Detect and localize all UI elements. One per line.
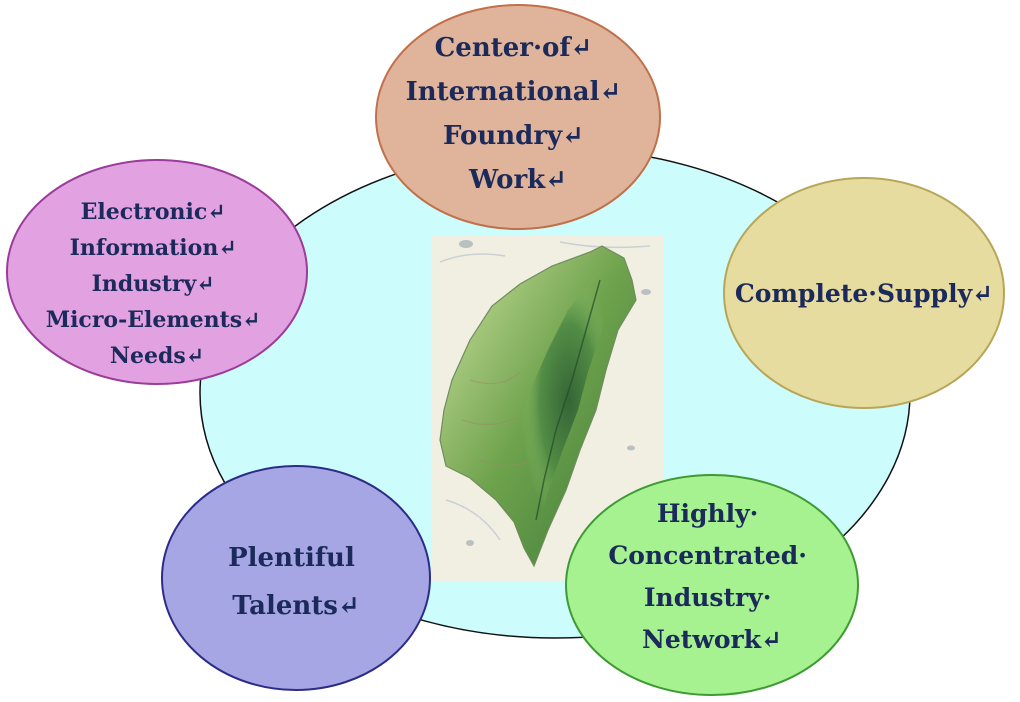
- node-electronic-line-3: Industry↵: [92, 271, 215, 297]
- node-electronic: Electronic↵ Information↵ Industry↵ Micro…: [6, 159, 308, 385]
- node-talents-line-1: Plentiful: [228, 543, 355, 573]
- svg-text:Plentiful Talents↵: Plentiful Talents↵: [228, 543, 364, 621]
- node-network-line-4: Network↵: [642, 625, 782, 654]
- node-foundry: Center·of↵ International↵ Foundry↵ Work↵: [375, 4, 661, 230]
- node-electronic-line-1: Electronic↵: [81, 199, 226, 225]
- svg-text:Complete·Supply↵: Complete·Supply↵: [735, 279, 993, 308]
- taiwan-map: [432, 236, 664, 582]
- node-electronic-line-5: Needs↵: [110, 343, 204, 369]
- node-foundry-line-4: Work↵: [468, 165, 567, 195]
- node-supply-line-1: Complete·Supply↵: [735, 279, 993, 308]
- svg-text:Center·of↵ International: Center·of↵ International↵ Foundry↵ Work↵: [406, 33, 631, 195]
- node-electronic-line-4: Micro-Elements↵: [46, 307, 261, 333]
- node-foundry-line-2: International↵: [406, 77, 622, 107]
- node-talents-line-2: Talents↵: [232, 591, 359, 621]
- node-talents: Plentiful Talents↵: [161, 465, 431, 691]
- node-network-line-1: Highly·: [657, 499, 759, 528]
- node-foundry-line-1: Center·of↵: [435, 33, 593, 63]
- node-network: Highly· Concentrated· Industry· Network↵: [565, 474, 859, 696]
- node-electronic-line-2: Information↵: [70, 235, 237, 261]
- node-supply: Complete·Supply↵: [723, 177, 1005, 409]
- node-foundry-line-3: Foundry↵: [443, 121, 584, 151]
- node-network-line-3: Industry·: [644, 583, 772, 612]
- node-network-line-2: Concentrated·: [608, 541, 807, 570]
- svg-text:Electronic↵ Information↵: Electronic↵ Information↵ Industry↵ Micro…: [46, 199, 269, 369]
- svg-text:Highly· Concentrated·: Highly· Concentrated· Industry· Network↵: [608, 499, 815, 654]
